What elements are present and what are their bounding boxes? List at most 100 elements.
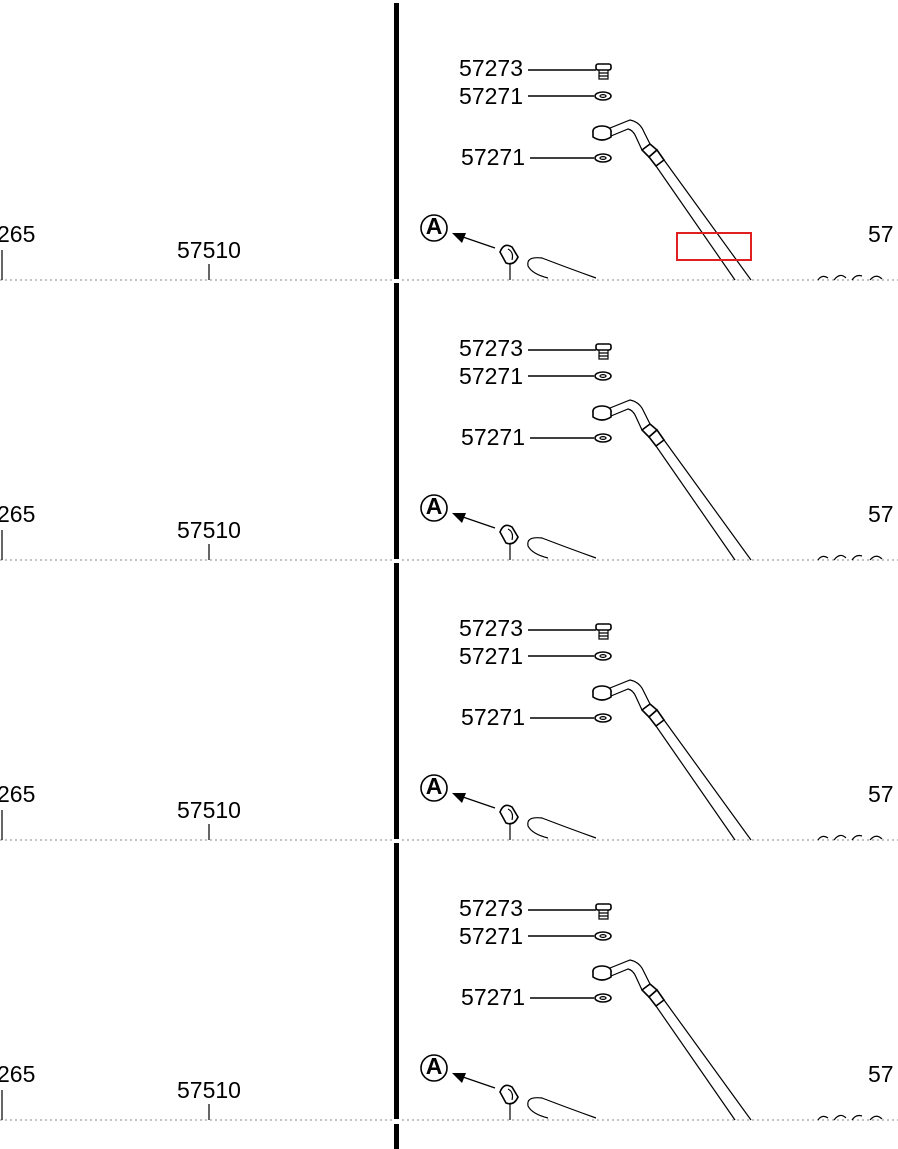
hose-fitting-top (609, 959, 651, 985)
bolt-thread (598, 630, 609, 640)
part-number-label: 57 (868, 221, 894, 247)
callout-letter: A (426, 213, 443, 239)
bolt-thread (598, 910, 609, 920)
banjo-body (592, 131, 612, 141)
washer-hole (599, 156, 607, 161)
divider-bar (394, 3, 399, 279)
washer-hole (599, 716, 607, 721)
hose-line-right (663, 439, 752, 561)
washer (594, 91, 612, 101)
part-number-label: 57510 (177, 797, 241, 823)
divider-bar (394, 563, 399, 839)
part-number-label: 57271 (461, 984, 525, 1010)
callout-circle (420, 494, 448, 522)
part-number-label: 57510 (177, 1077, 241, 1103)
part-number-label: 57273 (459, 335, 523, 361)
callout-arrow-head (452, 233, 466, 243)
pipe-loop (527, 1097, 597, 1119)
clip (499, 524, 519, 545)
cropped-text-fragment (817, 554, 883, 561)
hose-fitting-top (609, 679, 651, 705)
callout-circle (420, 214, 448, 242)
hose-fitting-top (609, 119, 651, 145)
highlight-box (676, 232, 752, 261)
washer (594, 651, 612, 661)
callout-arrow-shaft (459, 515, 496, 529)
hose-line-left (655, 165, 736, 281)
washer (594, 433, 612, 443)
washer (594, 713, 612, 723)
pipe-loop (527, 817, 597, 839)
part-number-label: 57273 (459, 55, 523, 81)
bolt-head (595, 63, 612, 71)
hose-fitting-bottom (610, 968, 643, 991)
bolt-head (595, 623, 612, 631)
washer-hole (599, 373, 607, 378)
callout-letter: A (426, 773, 443, 799)
washer-hole (599, 436, 607, 441)
bolt-head (595, 343, 612, 351)
part-number-label: 57510 (177, 237, 241, 263)
clip-detail (507, 528, 514, 541)
part-number-label: 57271 (459, 643, 523, 669)
clip-detail (507, 1088, 514, 1101)
callout-letter: A (426, 493, 443, 519)
banjo-body (592, 411, 612, 421)
hose-line-right (663, 719, 752, 841)
part-number-label: 57 (868, 781, 894, 807)
callout-letter: A (426, 1053, 443, 1079)
divider-bar (394, 283, 399, 559)
washer (594, 153, 612, 163)
clip (499, 804, 519, 825)
bolt-thread (598, 350, 609, 360)
clip (499, 1084, 519, 1105)
callout-circle (420, 774, 448, 802)
part-number-label: 57273 (459, 895, 523, 921)
hose-line-left (655, 725, 736, 841)
clip-detail (507, 808, 514, 821)
bolt-thread (598, 70, 609, 80)
banjo-body (592, 971, 612, 981)
washer (594, 371, 612, 381)
hose-fitting-bottom (610, 128, 643, 151)
part-number-label: 57510 (177, 517, 241, 543)
bolt-head (595, 903, 612, 911)
callout-arrow-shaft (459, 795, 496, 809)
washer-hole (599, 653, 607, 658)
clip (499, 244, 519, 265)
hose-line-left (655, 445, 736, 561)
hose-line-right (663, 999, 752, 1121)
part-number-label: 57271 (461, 704, 525, 730)
washer (594, 993, 612, 1003)
washer-hole (599, 996, 607, 1001)
part-number-label: 57271 (459, 363, 523, 389)
part-number-label: 265 (0, 221, 35, 247)
hose-fitting-bottom (610, 688, 643, 711)
part-number-label: 57271 (459, 923, 523, 949)
part-number-label: 265 (0, 781, 35, 807)
callout-arrow-shaft (459, 235, 496, 249)
callout-arrow-shaft (459, 1075, 496, 1089)
part-number-label: 57273 (459, 615, 523, 641)
pipe-loop (527, 257, 597, 279)
callout-circle (420, 1054, 448, 1082)
part-number-label: 57 (868, 501, 894, 527)
part-number-label: 57 (868, 1061, 894, 1087)
part-number-label: 57271 (459, 83, 523, 109)
part-number-label: 57271 (461, 424, 525, 450)
strips-container: 2655751057572735727157271A26557510575727… (0, 3, 898, 1149)
cropped-text-fragment (817, 834, 883, 841)
part-number-label: 57271 (461, 144, 525, 170)
hose-fitting-top (609, 399, 651, 425)
pipe-loop (527, 537, 597, 559)
washer-hole (599, 93, 607, 98)
callout-arrow-head (452, 513, 466, 523)
callout-arrow-head (452, 793, 466, 803)
divider-bar (394, 843, 399, 1119)
cropped-text-fragment (817, 274, 883, 281)
divider-bar-bottom (394, 1124, 399, 1149)
